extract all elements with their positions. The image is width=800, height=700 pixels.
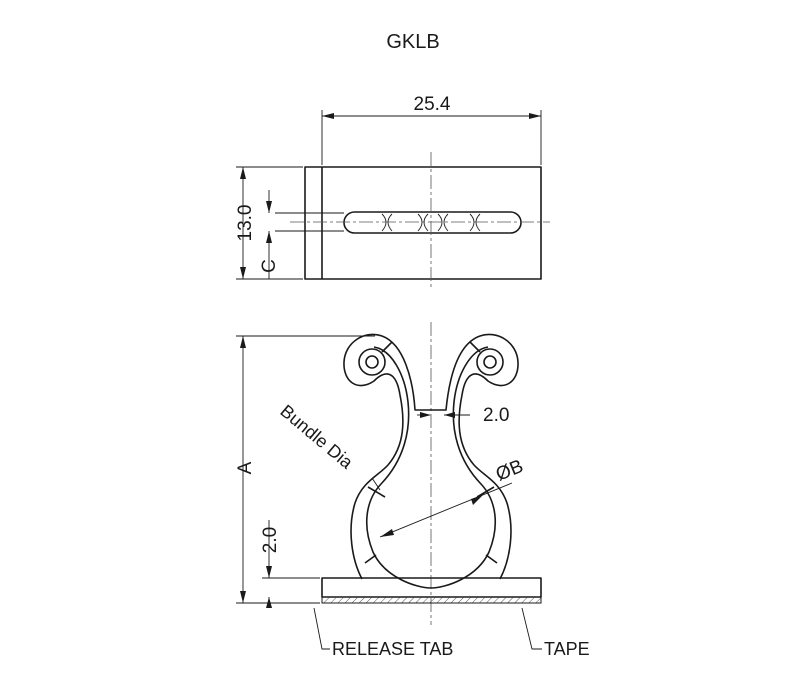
height-dimension-text: 13.0 [235, 205, 256, 242]
clip-inner-profile [366, 346, 496, 589]
a-dimension-text: A [235, 461, 256, 474]
release-tab-label: RELEASE TAB [332, 639, 453, 659]
neck-dimension: 2.0 [417, 405, 509, 426]
width-dimension-text: 25.4 [414, 94, 451, 115]
release-tab-callout: RELEASE TAB [313, 607, 453, 659]
top-view-slot [343, 211, 522, 234]
base-dimension: 2.0 [260, 520, 320, 608]
a-dimension: A [235, 335, 375, 604]
neck-dimension-text: 2.0 [483, 405, 509, 426]
front-view: 2.0 ØB Bundle Dia A [235, 322, 590, 659]
c-dimension-text: C [259, 259, 280, 273]
top-view-body [304, 166, 542, 280]
left-eyelet-outer [358, 348, 386, 376]
height-dimension: 13.0 [235, 166, 303, 280]
left-eyelet-inner [365, 355, 379, 369]
drawing-title: GKLB [386, 31, 439, 53]
diameter-dimension-text: ØB [493, 456, 526, 486]
tape-layer [321, 596, 542, 604]
top-view: 25.4 13.0 C [235, 94, 550, 290]
bundle-dia-callout: Bundle Dia [276, 401, 381, 491]
base-dimension-text: 2.0 [260, 527, 281, 553]
right-eyelet-inner [483, 355, 497, 369]
clip-outer-profile [343, 333, 519, 580]
width-dimension: 25.4 [321, 94, 542, 165]
tape-callout: TAPE [521, 607, 590, 659]
right-eyelet-outer [476, 348, 504, 376]
tape-label: TAPE [544, 639, 590, 659]
bundle-dia-label: Bundle Dia [276, 401, 357, 474]
c-dimension: C [259, 190, 280, 279]
